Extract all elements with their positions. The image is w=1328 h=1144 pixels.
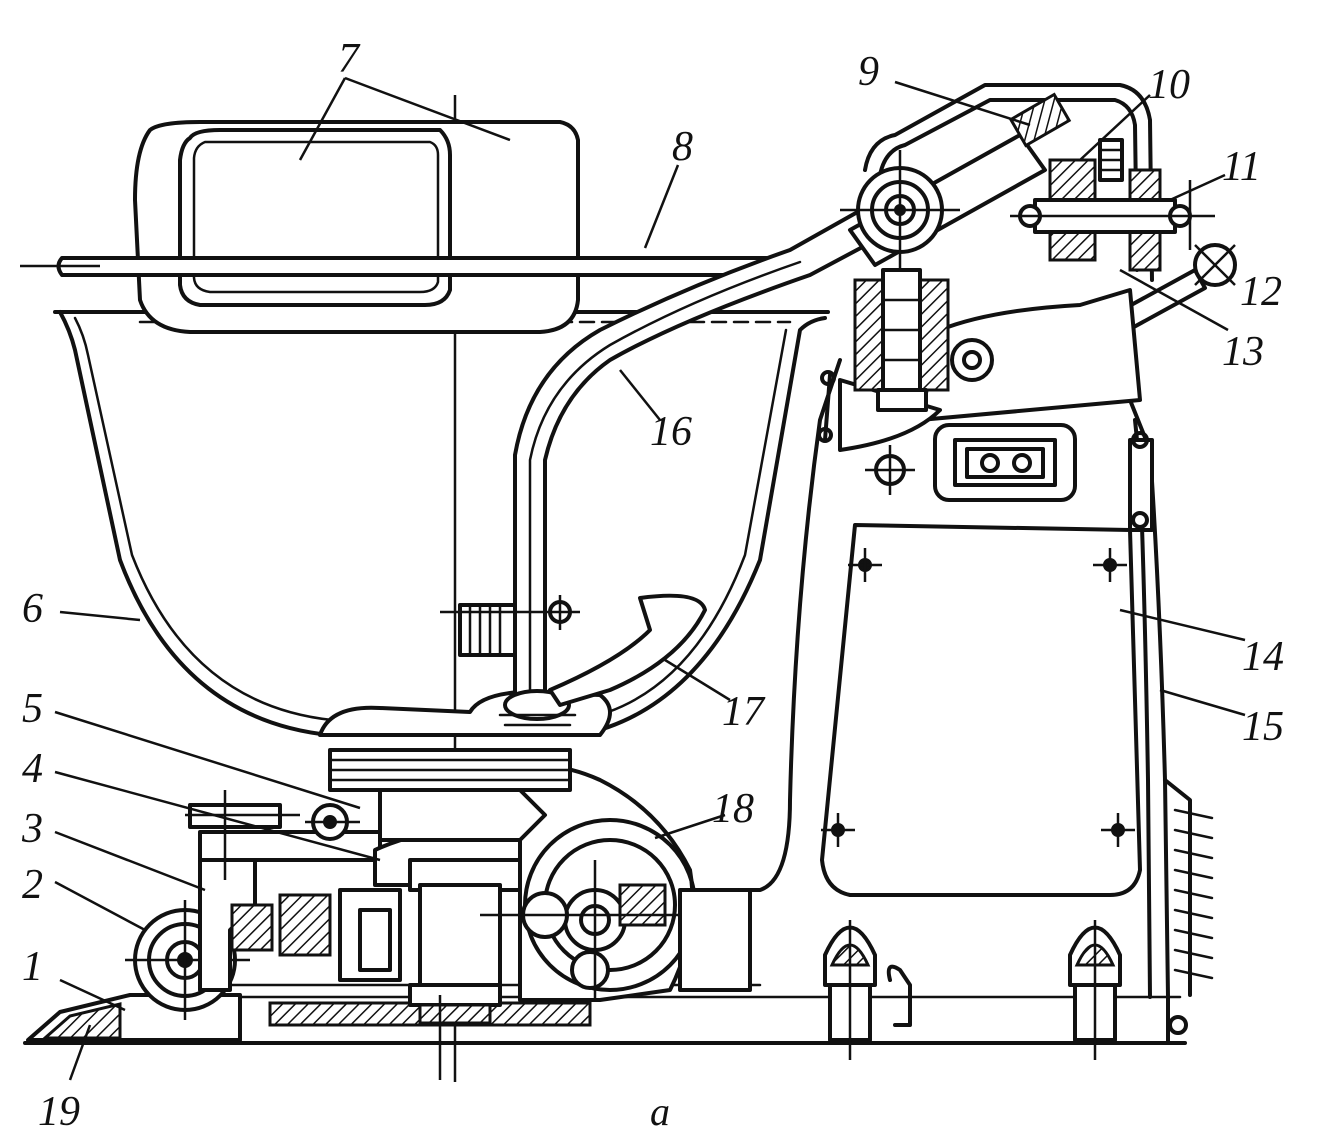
label-19: 19 <box>38 1089 80 1135</box>
feet <box>823 920 1122 1060</box>
lock-lever-4 <box>305 803 360 841</box>
shaft-11 <box>1010 180 1215 250</box>
label-5: 5 <box>22 686 43 732</box>
label-18: 18 <box>712 786 754 832</box>
label-3: 3 <box>21 806 43 852</box>
figure-caption: a <box>650 1089 670 1134</box>
label-9: 9 <box>858 49 879 95</box>
column-housing-15 <box>738 358 1170 999</box>
label-7: 7 <box>338 36 361 82</box>
label-15: 15 <box>1242 704 1284 750</box>
turntable <box>328 748 572 842</box>
label-10: 10 <box>1148 62 1190 108</box>
label-12: 12 <box>1240 269 1282 315</box>
kneading-blade-17 <box>440 593 707 707</box>
part-labels: 1 2 3 4 5 6 7 8 9 10 11 12 13 14 15 16 1… <box>21 36 1284 1135</box>
bowl-6 <box>53 310 830 737</box>
label-2: 2 <box>22 862 43 908</box>
bracket-13 <box>838 288 1142 452</box>
cooling-fins <box>1163 778 1214 1035</box>
label-4: 4 <box>22 746 43 792</box>
label-11: 11 <box>1222 144 1261 190</box>
gear-10 <box>1008 92 1162 272</box>
arm-bearing <box>817 268 950 443</box>
gear-drive-18 <box>480 764 752 1002</box>
label-13: 13 <box>1222 329 1264 375</box>
motor-7 <box>133 120 580 334</box>
panel-screws <box>821 548 1135 847</box>
label-8: 8 <box>672 124 693 170</box>
kneading-arm-16 <box>498 203 887 727</box>
machine-base <box>23 983 1187 1080</box>
callout-lines <box>54 76 1246 1081</box>
label-1: 1 <box>22 944 43 990</box>
label-17: 17 <box>722 689 766 735</box>
switch-panel <box>865 423 1077 502</box>
label-6: 6 <box>22 586 43 632</box>
label-16: 16 <box>650 409 692 455</box>
label-14: 14 <box>1242 634 1284 680</box>
guard-frame-8 <box>20 256 797 277</box>
side-panel-14 <box>820 523 1142 897</box>
turntable-drive <box>338 828 562 987</box>
